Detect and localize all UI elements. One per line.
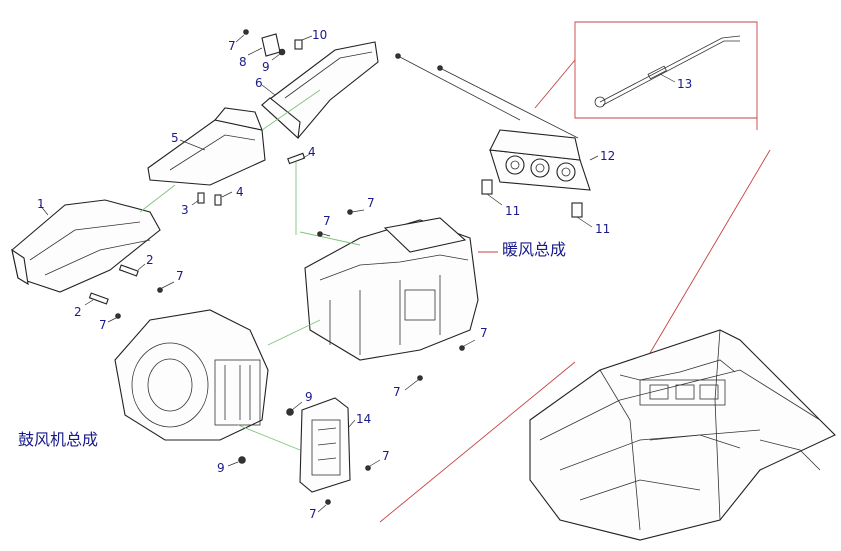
screws-part-11 <box>481 179 593 228</box>
part-label-7: 7 <box>323 214 331 228</box>
part-label-7: 7 <box>382 449 390 463</box>
part-label-11: 11 <box>595 222 611 236</box>
bolts-part-2 <box>84 263 146 306</box>
bracket-parts-8-9-10 <box>235 29 313 61</box>
detail-callout-box <box>534 21 758 130</box>
cover-plate-part-14 <box>299 397 381 513</box>
part-label-6: 6 <box>255 76 263 90</box>
part-label-7: 7 <box>393 385 401 399</box>
part-label-4: 4 <box>236 185 244 199</box>
blower-assembly <box>114 309 321 451</box>
duct-part-5 <box>147 89 321 186</box>
part-label-7: 7 <box>176 269 184 283</box>
part-label-2: 2 <box>74 305 82 319</box>
duct-part-1 <box>11 184 176 293</box>
part-label-3: 3 <box>181 203 189 217</box>
control-panel-part-12 <box>489 129 599 191</box>
control-cables <box>395 53 579 139</box>
part-label-13: 13 <box>677 77 693 91</box>
part-label-7: 7 <box>99 318 107 332</box>
part-label-9: 9 <box>217 461 225 475</box>
dashboard-callout-lines <box>379 149 771 523</box>
part-label-10: 10 <box>312 28 328 42</box>
heater-assembly <box>299 217 498 361</box>
part-label-7: 7 <box>367 196 375 210</box>
part-label-5: 5 <box>171 131 179 145</box>
screws-part-7-heater <box>317 209 476 391</box>
part-label-9: 9 <box>305 390 313 404</box>
part-label-1: 1 <box>37 197 45 211</box>
part-label-14: 14 <box>356 412 372 426</box>
assembly-label-blower: 鼓风机总成 <box>18 430 99 449</box>
part-label-7: 7 <box>309 507 317 521</box>
part-label-7: 7 <box>228 39 236 53</box>
vehicle-overview-illustration <box>529 329 836 541</box>
part-label-7: 7 <box>480 326 488 340</box>
assembly-label-heater: 暖风总成 <box>502 240 567 259</box>
part-label-8: 8 <box>239 55 247 69</box>
part-label-9: 9 <box>262 60 270 74</box>
part-label-11: 11 <box>505 204 521 218</box>
part-label-2: 2 <box>146 253 154 267</box>
screws-part-7-9-blower <box>107 281 303 467</box>
part-label-4: 4 <box>308 145 316 159</box>
part-label-12: 12 <box>600 149 616 163</box>
screws-parts-3-4 <box>191 152 311 235</box>
cable-detail-part-13 <box>594 35 741 108</box>
